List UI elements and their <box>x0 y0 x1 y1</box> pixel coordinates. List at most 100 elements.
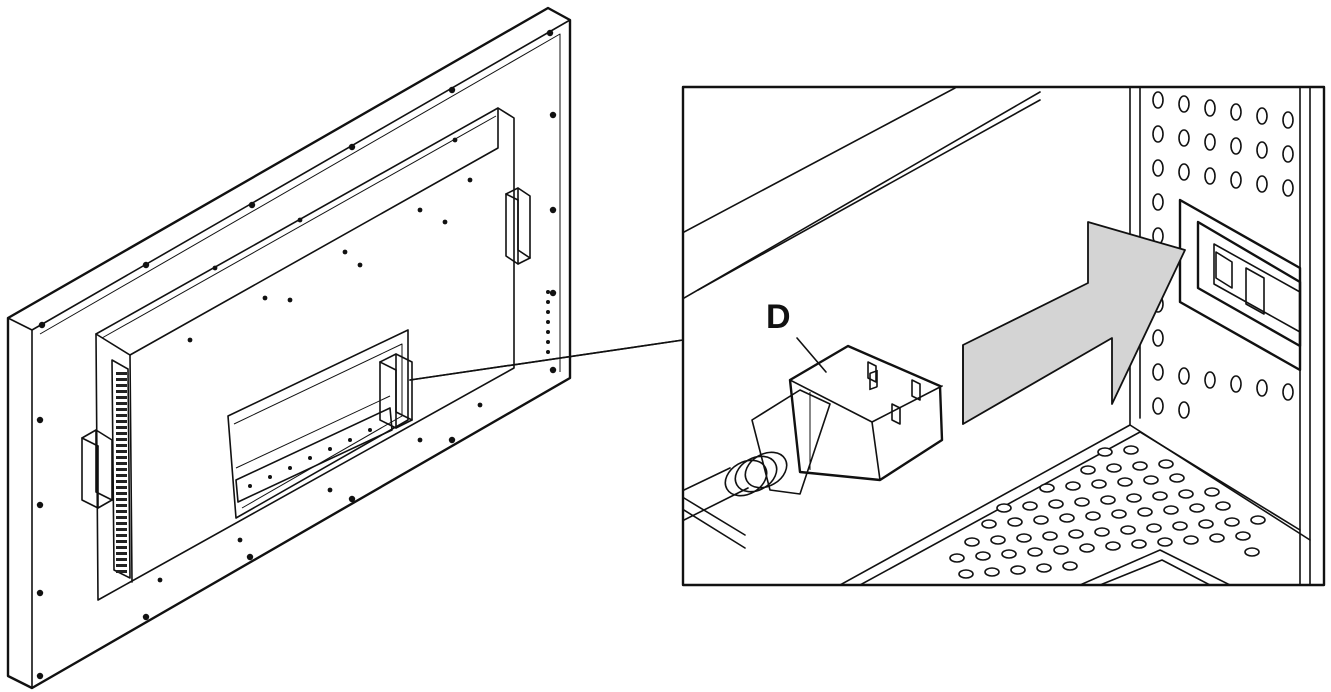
vent-slot <box>116 522 127 525</box>
vent-slot <box>116 474 127 477</box>
vent-slot <box>116 456 127 459</box>
floor-hole <box>1080 465 1096 475</box>
perforation-hole <box>1204 99 1216 117</box>
perforation-hole <box>1230 171 1242 189</box>
perforation-hole <box>1152 91 1164 109</box>
perforation-hole <box>1282 179 1294 197</box>
perforation-hole <box>1256 379 1268 397</box>
perforation-hole <box>1178 129 1190 147</box>
vent-slot <box>116 504 127 507</box>
monitor-power-inlet <box>379 353 413 429</box>
floor-hole <box>1169 473 1185 483</box>
vent-slot <box>116 534 127 537</box>
perforation-hole <box>1282 383 1294 401</box>
perforation-hole <box>1152 125 1164 143</box>
monitor-outer-frame <box>6 6 572 690</box>
floor-hole <box>1183 535 1199 545</box>
perforation-hole <box>1230 375 1242 393</box>
vent-slot <box>116 444 127 447</box>
perforation-hole <box>1152 329 1164 347</box>
floor-hole <box>1059 513 1075 523</box>
vent-slot <box>116 438 127 441</box>
floor-hole <box>1016 533 1032 543</box>
vent-grille <box>111 359 131 579</box>
power-inlet-socket <box>1178 198 1302 372</box>
floor-hole <box>1209 533 1225 543</box>
vent-slot <box>116 402 127 405</box>
vent-slot <box>116 570 127 573</box>
floor-hole <box>1158 459 1174 469</box>
right-handle <box>505 187 531 265</box>
floor-hole <box>1172 521 1188 531</box>
floor-hole <box>964 537 980 547</box>
floor-hole <box>1053 545 1069 555</box>
floor-hole <box>1157 537 1173 547</box>
floor-hole <box>1111 509 1127 519</box>
floor-hole <box>1091 479 1107 489</box>
callout-leader-lines <box>409 339 684 381</box>
perforation-hole <box>1178 95 1190 113</box>
vent-slot <box>116 468 127 471</box>
vent-slot <box>116 414 127 417</box>
floor-hole <box>1152 491 1168 501</box>
vent-slot <box>116 420 127 423</box>
housing-screws <box>157 137 483 583</box>
floor-hole <box>990 535 1006 545</box>
floor-hole <box>975 551 991 561</box>
io-panel <box>227 329 409 519</box>
floor-hole <box>1001 549 1017 559</box>
detail-frame <box>681 85 1326 587</box>
floor-hole <box>1137 507 1153 517</box>
floor-hole <box>1131 539 1147 549</box>
perforation-hole <box>1178 401 1190 419</box>
floor-hole <box>1042 531 1058 541</box>
vent-slot <box>116 486 127 489</box>
monitor-rear-view <box>6 6 684 690</box>
detail-view: D <box>681 85 1326 587</box>
vent-slot <box>116 426 127 429</box>
floor-hole <box>1048 499 1064 509</box>
vent-slot <box>116 516 127 519</box>
floor-hole <box>1126 493 1142 503</box>
floor-hole <box>1027 547 1043 557</box>
perforation-hole <box>1230 137 1242 155</box>
floor-hole <box>1079 543 1095 553</box>
floor-hole <box>1123 445 1139 455</box>
floor-hole <box>1117 477 1133 487</box>
floor-hole <box>1062 561 1078 571</box>
side-buttons <box>546 290 550 354</box>
floor-hole <box>1036 563 1052 573</box>
perforation-hole <box>1152 363 1164 381</box>
power-cord-plug <box>684 344 944 521</box>
vent-slot <box>116 378 127 381</box>
callout-label: D <box>766 298 791 336</box>
floor-hole <box>1094 527 1110 537</box>
perforation-hole <box>1152 397 1164 415</box>
vent-slot <box>116 390 127 393</box>
floor-hole <box>1163 505 1179 515</box>
vent-slot <box>116 510 127 513</box>
vent-slot <box>116 540 127 543</box>
perforation-hole <box>1152 159 1164 177</box>
floor-hole <box>996 503 1012 513</box>
left-handle <box>81 429 113 509</box>
bezel-screws <box>36 29 557 680</box>
floor-hole <box>1100 495 1116 505</box>
floor-hole <box>1085 511 1101 521</box>
vent-slot <box>116 432 127 435</box>
floor-hole <box>1120 525 1136 535</box>
perforation-hole <box>1204 167 1216 185</box>
floor-hole <box>1178 489 1194 499</box>
floor-hole <box>1097 447 1113 457</box>
vent-slot <box>116 462 127 465</box>
floor-hole <box>1143 475 1159 485</box>
floor-hole <box>1204 487 1220 497</box>
floor-hole <box>1065 481 1081 491</box>
vent-slot <box>116 408 127 411</box>
floor-hole <box>1215 501 1231 511</box>
floor-hole <box>1244 547 1260 557</box>
vent-slot <box>116 528 127 531</box>
perforation-hole <box>1152 193 1164 211</box>
perforation-hole <box>1204 133 1216 151</box>
perforation-hole <box>1178 367 1190 385</box>
